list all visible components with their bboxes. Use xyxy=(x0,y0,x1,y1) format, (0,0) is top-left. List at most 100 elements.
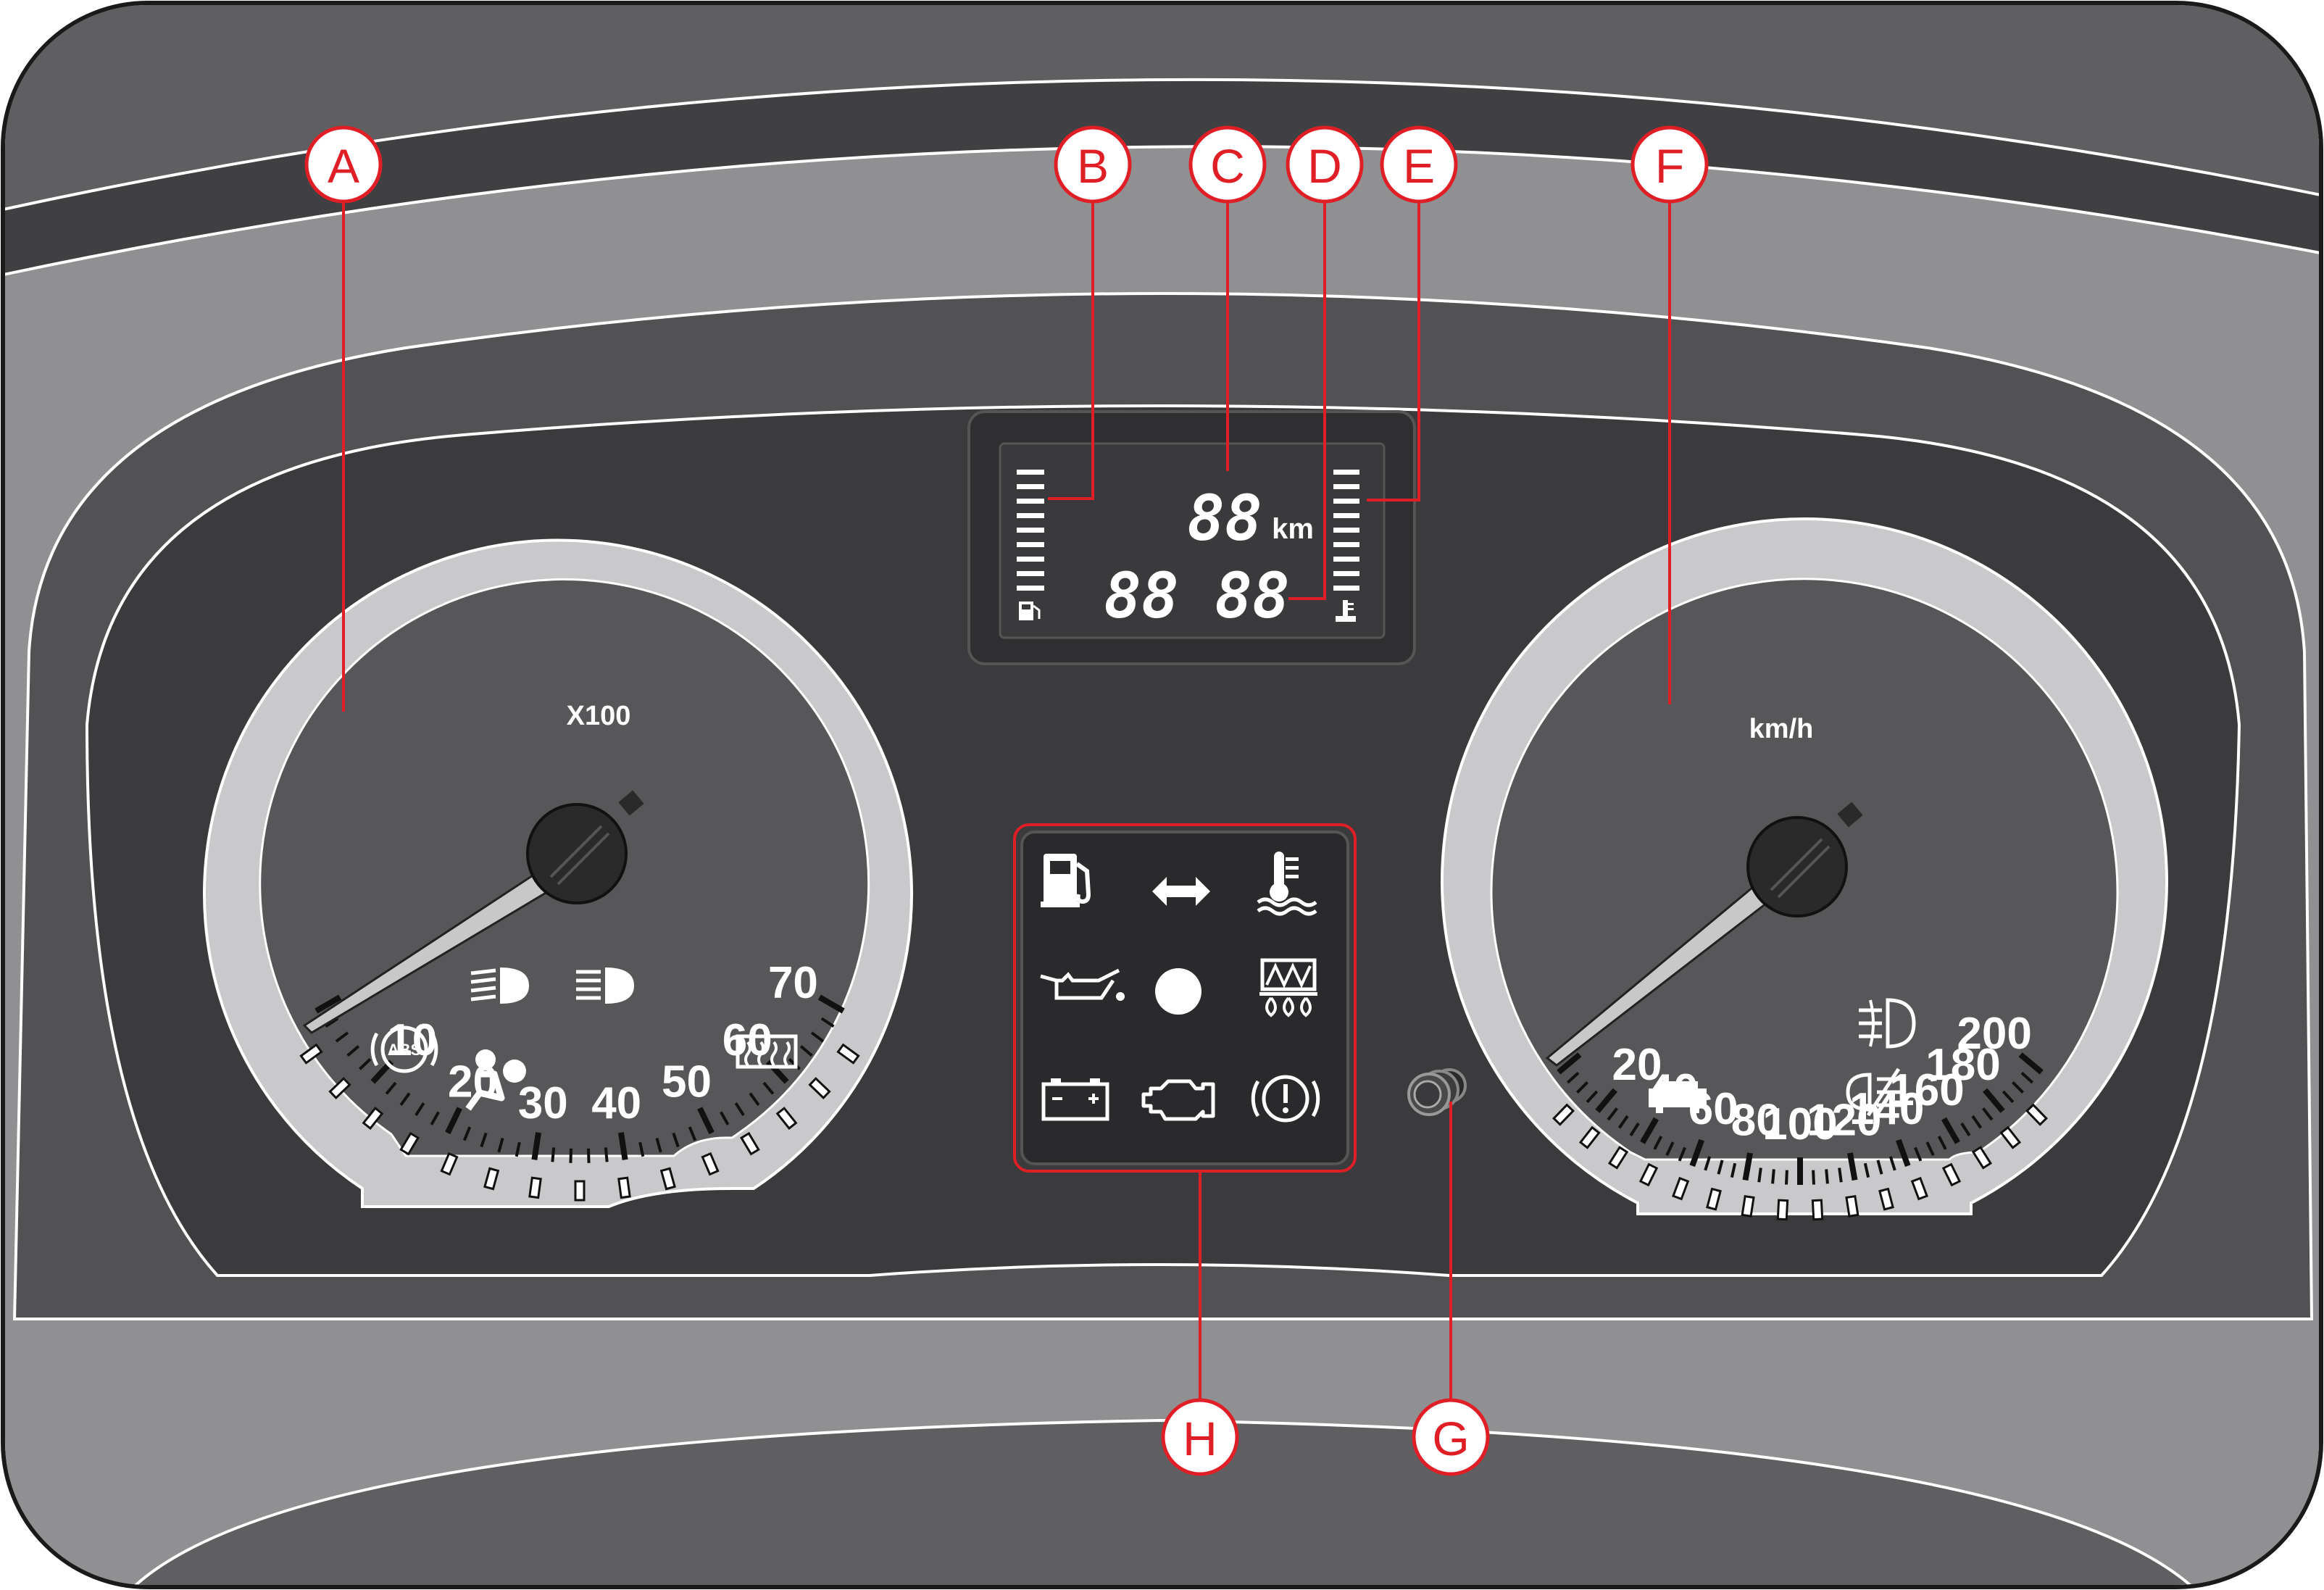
speedometer-number: 80 xyxy=(1731,1096,1781,1146)
speedometer-tick xyxy=(1925,1141,1935,1157)
low-beam-icon xyxy=(470,967,529,1004)
speedometer-tick xyxy=(1629,1122,1640,1136)
tachometer-tick xyxy=(672,1132,680,1148)
tachometer-tick xyxy=(346,1045,360,1057)
digital-display: 88 km 88 88 xyxy=(967,410,1416,665)
trip-value: 88 xyxy=(1187,483,1262,555)
clock-hours: 88 xyxy=(1104,560,1179,633)
tachometer-tick xyxy=(817,994,845,1014)
speedometer-bezel-slot xyxy=(1672,1176,1690,1201)
speedometer-bezel-slot xyxy=(1741,1194,1755,1218)
svg-text:A: A xyxy=(328,139,359,193)
tachometer-tick xyxy=(359,1057,372,1070)
speedometer-bezel-slot xyxy=(1811,1199,1824,1221)
tachometer-number: 10 xyxy=(387,1015,437,1065)
tachometer-tick xyxy=(385,1081,397,1095)
speedometer-bezel-slot xyxy=(1608,1146,1629,1170)
speedometer: 20406080100120140160180200 km/h xyxy=(1441,517,2168,1221)
tachometer-bezel-slot xyxy=(528,1176,542,1199)
tachometer-tick xyxy=(399,1092,411,1106)
tachometer-number: 40 xyxy=(591,1078,641,1128)
tachometer-tick xyxy=(335,1031,349,1043)
speedometer-bezel-slot xyxy=(1776,1199,1789,1221)
door-open-icon xyxy=(1649,1081,1707,1113)
callout-a: A xyxy=(304,125,383,204)
battery-charge-icon xyxy=(1041,1078,1109,1121)
svg-text:B: B xyxy=(1077,139,1109,193)
speedometer-tick xyxy=(1617,1115,1629,1129)
callout-e: E xyxy=(1380,125,1458,204)
speedometer-tick xyxy=(1665,1141,1675,1157)
speedometer-tick xyxy=(1586,1090,1599,1104)
speedometer-tick xyxy=(1557,1052,1582,1075)
low-fuel-icon xyxy=(1041,854,1091,907)
abs-icon: ABS xyxy=(370,1025,438,1073)
tachometer-bezel-slot xyxy=(362,1107,384,1131)
trip-reset-knob[interactable] xyxy=(1407,1068,1467,1116)
tachometer-tick xyxy=(810,1031,825,1043)
speedometer-tick xyxy=(1717,1160,1724,1175)
speedometer-number: 200 xyxy=(1957,1009,2031,1059)
speedometer-tick xyxy=(1863,1162,1870,1178)
speedometer-tick xyxy=(2002,1090,2015,1104)
speedometer-tick xyxy=(1757,1167,1762,1183)
engine-fault-icon xyxy=(1141,1079,1215,1121)
speedometer-number: 20 xyxy=(1612,1040,1662,1090)
callout-h: H xyxy=(1161,1398,1239,1476)
airbag-icon xyxy=(465,1049,526,1111)
tachometer-bezel-slot xyxy=(701,1152,720,1176)
speedometer-tick xyxy=(1566,1071,1580,1084)
speedometer-tick xyxy=(1876,1160,1883,1175)
speedometer-tick xyxy=(1704,1156,1712,1171)
coolant-temperature-icon xyxy=(1257,852,1317,916)
speedometer-tick xyxy=(1960,1122,1971,1136)
tachometer-bezel-slot xyxy=(574,1180,586,1202)
brake-warning-icon xyxy=(1251,1075,1320,1123)
speedometer-tick xyxy=(1653,1136,1663,1150)
speedometer-tick xyxy=(1937,1136,1947,1150)
callout-badges: A B C D E F G H xyxy=(304,125,1709,1476)
callout-b: B xyxy=(1054,125,1132,204)
speedometer-tick xyxy=(2018,1052,2044,1075)
speedometer-tick xyxy=(1983,1088,2005,1113)
svg-text:D: D xyxy=(1307,139,1342,193)
tachometer-bezel-slot xyxy=(483,1167,500,1191)
speedometer-bezel-slot xyxy=(1941,1162,1962,1187)
tachometer-bezel-slot xyxy=(328,1077,351,1099)
tachometer-number: 70 xyxy=(768,958,818,1008)
tachometer-tick xyxy=(720,1111,730,1125)
speedometer-tick xyxy=(1640,1117,1659,1144)
tachometer-tick xyxy=(638,1141,645,1157)
speedometer-tick xyxy=(1971,1115,1983,1129)
speedometer-tick xyxy=(1607,1107,1618,1121)
tachometer-bezel-slot xyxy=(740,1131,760,1156)
fuel-level-bars xyxy=(1017,470,1044,591)
tachometer-tick xyxy=(515,1141,521,1157)
speedometer-tick xyxy=(1812,1170,1815,1185)
callout-g: G xyxy=(1412,1398,1490,1476)
tachometer-tick xyxy=(531,1132,542,1160)
lower-shroud xyxy=(127,1418,2200,1585)
tachometer-tick xyxy=(480,1132,488,1148)
svg-text:F: F xyxy=(1655,139,1684,193)
speedometer-tick xyxy=(1689,1139,1704,1167)
speedometer-tick xyxy=(1982,1107,1994,1121)
upper-cowl xyxy=(5,5,2319,210)
tachometer-tick xyxy=(604,1147,609,1162)
main-beam-icon xyxy=(576,967,634,1004)
tachometer-tick xyxy=(734,1102,745,1117)
temperature-level-bars xyxy=(1333,470,1359,591)
tachometer-tick xyxy=(617,1132,628,1160)
speedometer-unit: km/h xyxy=(1749,714,1814,744)
speedometer-tick xyxy=(2012,1081,2025,1094)
tachometer-bezel-slot xyxy=(399,1131,420,1156)
tachometer-tick xyxy=(762,1081,775,1095)
tachometer-number: 50 xyxy=(662,1057,712,1107)
tachometer-tick xyxy=(415,1102,425,1117)
tachometer-tick xyxy=(820,1017,835,1028)
speedometer-bezel-slot xyxy=(1638,1162,1659,1187)
tachometer-tick xyxy=(445,1107,462,1135)
tachometer-tick xyxy=(799,1045,813,1057)
speedometer-tick xyxy=(1888,1156,1896,1171)
